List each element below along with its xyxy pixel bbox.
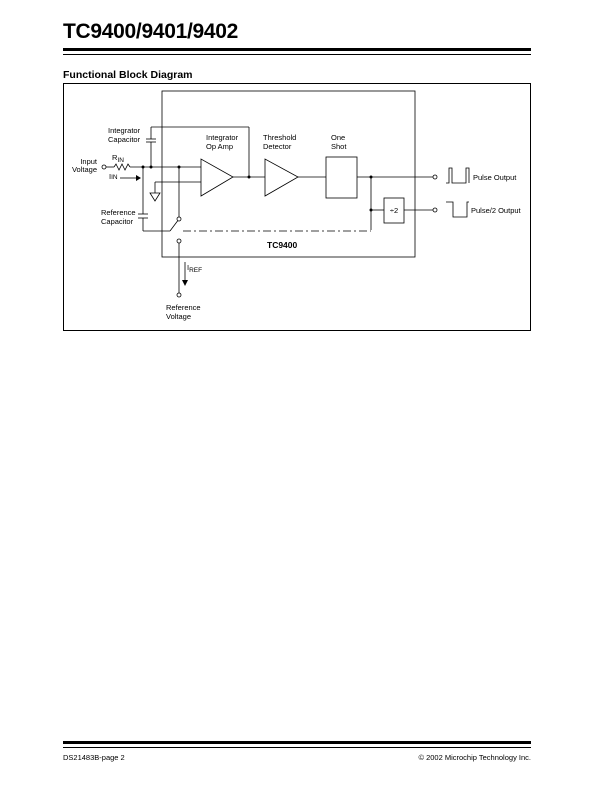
pulse-output-label: Pulse Output — [473, 173, 517, 182]
one-shot-label-1: One — [331, 133, 345, 142]
iref-label-main: I — [187, 263, 189, 272]
divider-block — [383, 197, 405, 224]
integrator-opamp-label-1: Integrator — [206, 133, 239, 142]
block-diagram-frame — [63, 83, 531, 331]
rin-label: RIN — [112, 153, 124, 164]
threshold-detector — [264, 158, 299, 197]
threshold-detector-label-1: Threshold — [263, 133, 296, 142]
integrator-capacitor-label-1: Integrator — [108, 126, 141, 135]
iin-label-main: I — [109, 172, 111, 181]
one-shot-block — [325, 156, 358, 199]
input-resistor — [113, 163, 131, 171]
header-rule-thin — [63, 54, 531, 55]
iin-arrow-icon — [136, 175, 141, 181]
document-title: TC9400/9401/9402 — [63, 20, 239, 43]
iref-label-sub: REF — [189, 267, 202, 274]
chip-outline — [161, 90, 416, 258]
header-rule-thick — [63, 48, 531, 51]
chip-name-label: TC9400 — [267, 240, 298, 250]
one-shot-label-2: Shot — [331, 142, 347, 151]
ground-symbol — [149, 192, 161, 202]
rin-label-sub: IN — [117, 157, 124, 164]
pulse-output-terminal — [432, 174, 438, 180]
integrator-opamp-label-2: Op Amp — [206, 142, 233, 151]
integrator-opamp — [200, 158, 234, 197]
footer-rule-thin — [63, 747, 531, 748]
iref-label: IREF — [187, 263, 202, 274]
input-terminal — [101, 164, 107, 170]
footer-page-id: DS21483B-page 2 — [63, 753, 125, 762]
threshold-detector-label-2: Detector — [263, 142, 292, 151]
pulse2-output-label: Pulse/2 Output — [471, 206, 522, 215]
reference-capacitor-label-2: Capacitor — [101, 217, 134, 226]
pulse-waveform-icon — [446, 167, 470, 184]
divider-label: ÷2 — [390, 206, 398, 215]
reference-voltage-label-1: Reference — [166, 303, 201, 312]
reference-switch — [169, 218, 180, 232]
iin-label: IIN — [109, 172, 118, 181]
integrator-capacitor-label-2: Capacitor — [108, 135, 141, 144]
iin-label-sub: IN — [111, 174, 118, 181]
footer-rule-thick — [63, 741, 531, 744]
pulse2-waveform-icon — [446, 201, 469, 218]
iref-arrow-icon — [182, 280, 188, 286]
rin-label-main: R — [112, 153, 118, 162]
input-voltage-label-1: Input — [80, 157, 98, 166]
reference-voltage-terminal — [176, 292, 182, 298]
input-voltage-label-2: Voltage — [72, 165, 97, 174]
section-heading: Functional Block Diagram — [63, 69, 193, 81]
footer-copyright: © 2002 Microchip Technology Inc. — [418, 753, 531, 762]
reference-capacitor-label-1: Reference — [101, 208, 136, 217]
reference-voltage-label-2: Voltage — [166, 312, 191, 321]
pulse2-output-terminal — [432, 207, 438, 213]
